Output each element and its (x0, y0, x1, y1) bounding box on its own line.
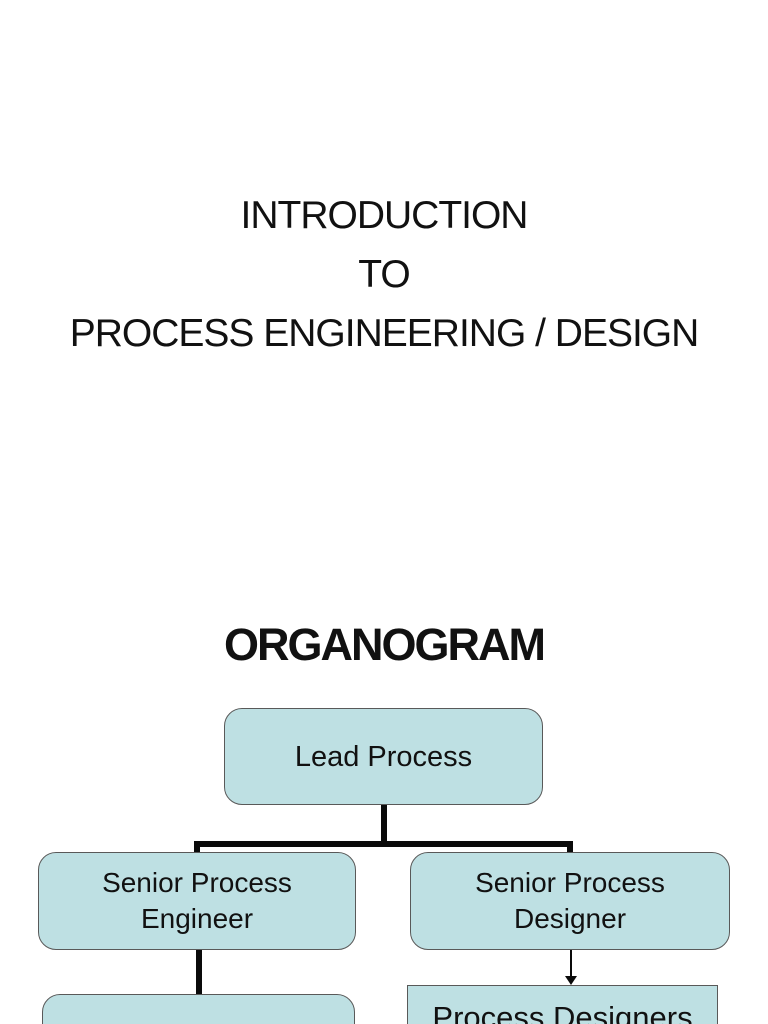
node-label: Senior Process Designer (475, 867, 665, 934)
connector-designer-line (570, 950, 572, 978)
node-senior-process-engineer: Senior Process Engineer (38, 852, 356, 950)
node-senior-process-designer: Senior Process Designer (410, 852, 730, 950)
connector-horizontal-bar (194, 841, 573, 847)
node-label: Process Designers (432, 1000, 693, 1024)
connector-lead-stem (381, 804, 387, 843)
title-line-2: TO (358, 253, 410, 296)
connector-right-drop (567, 841, 573, 853)
node-label: Lead Process (294, 740, 473, 773)
connector-engineer-stem (196, 949, 202, 995)
title-line-3: PROCESS ENGINEERING / DESIGN (69, 312, 700, 355)
node-lead-process: Lead Process (224, 708, 543, 805)
node-label: Senior Process Engineer (102, 867, 292, 934)
title-line-1: INTRODUCTION (240, 194, 529, 237)
node-unlabeled-bottom-left (42, 994, 355, 1024)
slide-title: INTRODUCTION TO PROCESS ENGINEERING / DE… (0, 186, 768, 363)
connector-left-drop (194, 841, 200, 853)
arrow-down-icon (565, 976, 577, 985)
node-process-designers: Process Designers (407, 985, 718, 1024)
organogram-heading: ORGANOGRAM (224, 619, 546, 670)
